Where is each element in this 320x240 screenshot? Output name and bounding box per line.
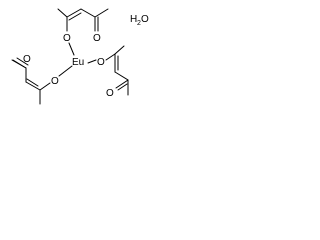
bond-top-methyl-left bbox=[57, 8, 68, 18]
bond-right-c-c-single bbox=[114, 71, 129, 81]
right-ligand: O O bbox=[87, 45, 129, 99]
bond-left-c-c-double-b bbox=[26, 78, 39, 87]
bond-top-c-c-double-b bbox=[68, 12, 82, 21]
chemical-structure-diagram: O O Eu O O O bbox=[11, 8, 149, 105]
bond-left-c-c-double-a bbox=[25, 81, 41, 91]
top-ligand: O O bbox=[57, 8, 109, 44]
left-ligand: O O bbox=[11, 54, 73, 105]
bond-right-keto-a bbox=[115, 79, 129, 89]
bond-left-keto-b bbox=[16, 57, 29, 66]
water-o: O bbox=[141, 14, 149, 25]
atom-left-keto-o: O bbox=[23, 54, 31, 65]
water-subscript: 2 bbox=[137, 20, 141, 27]
water-label: H 2 O bbox=[130, 14, 149, 27]
atom-right-ring-o: O bbox=[97, 57, 105, 68]
atom-left-ring-o: O bbox=[51, 76, 59, 87]
bond-left-methyl-top bbox=[12, 59, 27, 69]
atom-top-ring-o: O bbox=[63, 33, 71, 44]
bond-top-c-c-single bbox=[80, 8, 96, 18]
bond-top-o-eu bbox=[68, 42, 75, 56]
bond-top-c-c-double-a bbox=[66, 8, 82, 18]
bond-top-methyl-right bbox=[94, 8, 109, 18]
atom-center-eu: Eu bbox=[72, 57, 84, 68]
bond-left-eu-o bbox=[58, 65, 73, 77]
atom-top-keto-o: O bbox=[93, 33, 101, 44]
atom-right-keto-o: O bbox=[106, 88, 114, 99]
bond-left-o-c bbox=[39, 82, 51, 91]
bond-right-keto-b bbox=[117, 83, 128, 91]
bond-right-o-c bbox=[105, 53, 116, 61]
bond-right-methyl-top bbox=[114, 45, 125, 55]
bond-right-eu-o bbox=[87, 59, 97, 64]
water-h: H bbox=[130, 14, 137, 25]
